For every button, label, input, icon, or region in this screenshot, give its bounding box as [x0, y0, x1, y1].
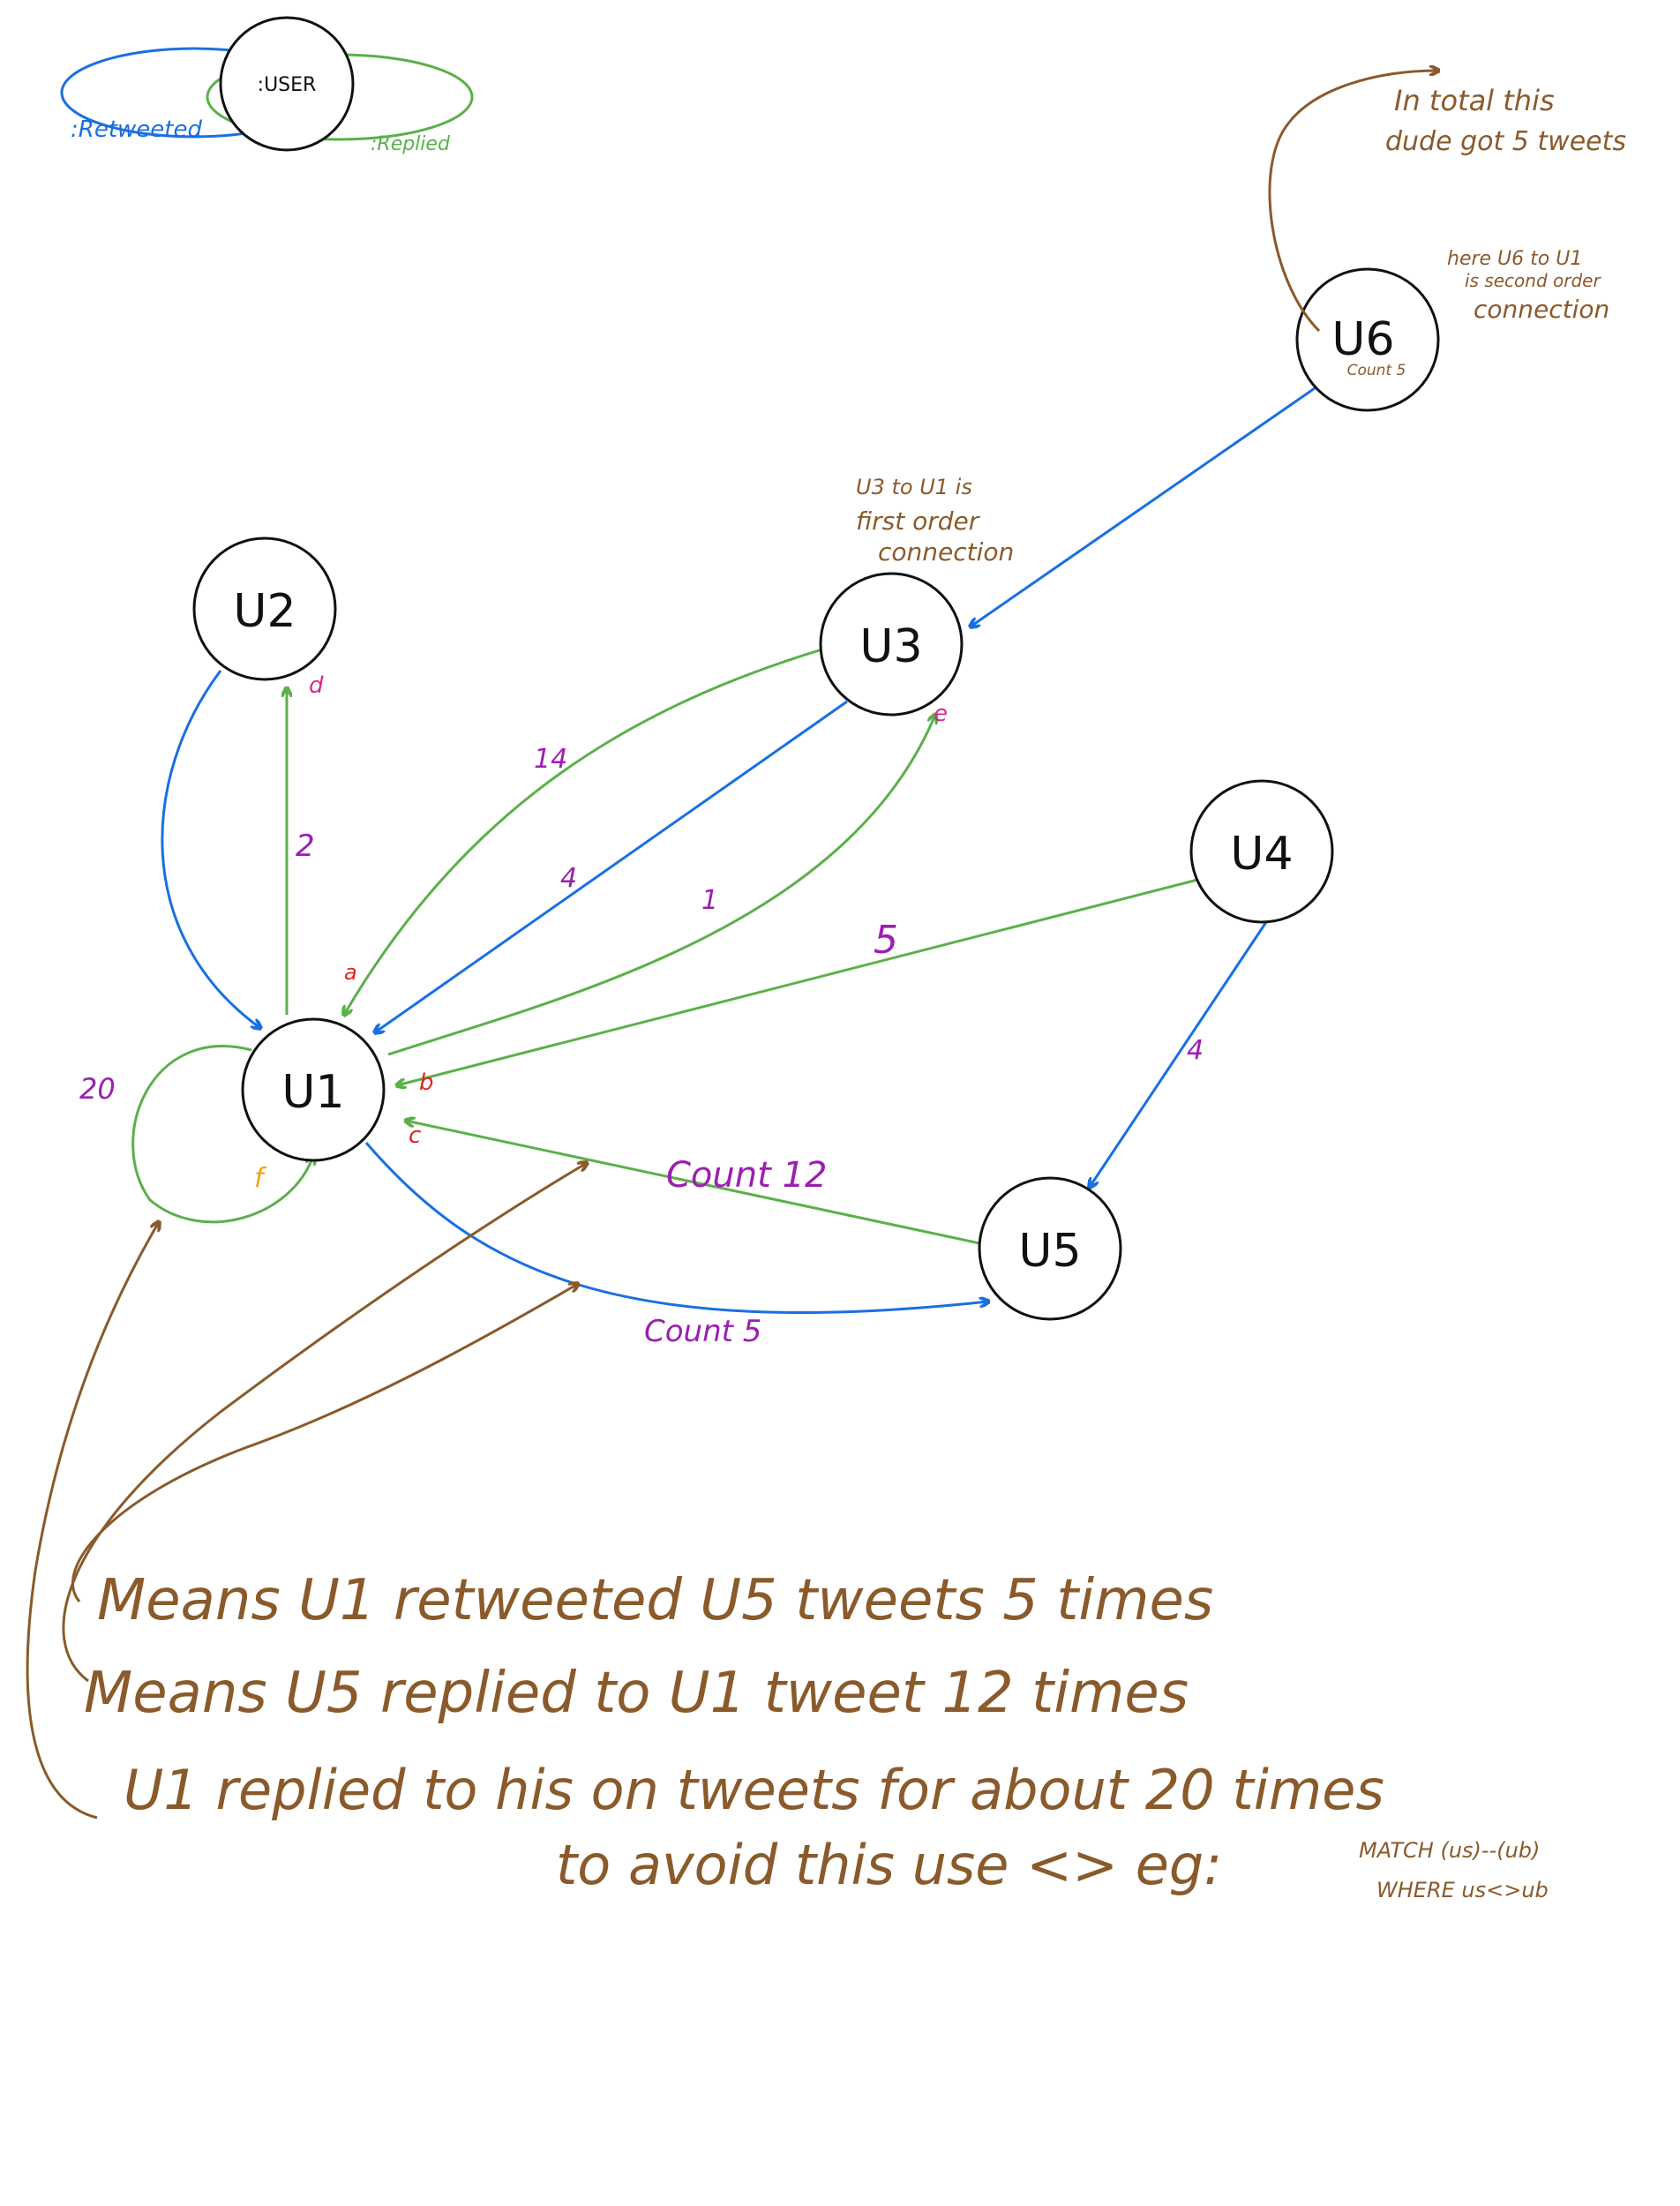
node-u3-label: U3	[859, 620, 922, 673]
note-u3-first-order-line1: U3 to U1 is	[856, 475, 972, 499]
letter-f: f	[254, 1163, 267, 1194]
node-u6[interactable]: U6 Count 5	[1295, 267, 1440, 412]
note-code-2: WHERE us<>ub	[1376, 1878, 1549, 1902]
edge-u1-self-replied	[131, 1045, 313, 1224]
count-u1-u3-loop: 1	[701, 885, 718, 916]
note-u3-first-order-line3: connection	[878, 537, 1014, 567]
edge-u3-u1-retweeted	[375, 700, 848, 1032]
note-u6-total-line1: In total this	[1394, 84, 1555, 117]
edge-u4-u5-retweeted	[1090, 921, 1268, 1187]
note-line-4: to avoid this use <> eg:	[556, 1833, 1222, 1897]
letter-d: d	[309, 672, 324, 699]
note-u6-total-line2: dude got 5 tweets	[1385, 126, 1626, 157]
node-u2-label: U2	[233, 585, 296, 638]
note-u3-first-order: U3 to U1 is first order connection	[856, 475, 1014, 567]
count-u3-u1-blue: 4	[560, 863, 577, 894]
letter-e: e	[934, 701, 948, 727]
annotation-arrow-self	[26, 1222, 159, 1820]
legend-replied-label: :Replied	[371, 133, 451, 155]
node-u5-label: U5	[1018, 1225, 1081, 1278]
count-u5-u1: Count 12	[666, 1155, 827, 1196]
edge-u4-u1-replied	[397, 876, 1205, 1085]
note-line-2: Means U5 replied to U1 tweet 12 times	[84, 1661, 1189, 1726]
node-u3[interactable]: U3	[819, 572, 964, 717]
node-u4-label: U4	[1230, 828, 1293, 881]
count-u2-u1: 2	[296, 829, 315, 864]
edge-u5-u1-replied	[406, 1121, 985, 1246]
letter-b: b	[419, 1069, 434, 1096]
node-u5[interactable]: U5	[978, 1176, 1122, 1321]
node-u4[interactable]: U4	[1189, 779, 1334, 924]
count-u1-self: 20	[79, 1072, 116, 1106]
bottom-notes: Means U1 retweeted U5 tweets 5 times Mea…	[84, 1568, 1549, 1902]
note-u6-second-order-line3: connection	[1474, 295, 1609, 324]
node-u1-label: U1	[281, 1066, 344, 1119]
note-line-3: U1 replied to his on tweets for about 20…	[124, 1758, 1384, 1822]
legend: :USER :Retweeted :Replied	[60, 16, 474, 155]
note-u6-second-order-line2: is second order	[1465, 270, 1601, 291]
annotation-arrow-replied	[62, 1163, 587, 1683]
annotation-arrow-retweeted	[71, 1284, 578, 1602]
node-u2[interactable]: U2	[192, 536, 337, 681]
legend-retweeted-label: :Retweeted	[71, 116, 202, 143]
note-u6-total: In total this dude got 5 tweets	[1385, 84, 1626, 157]
letter-c: c	[409, 1122, 421, 1149]
count-u4-u5: 4	[1187, 1035, 1204, 1066]
count-u1-u5: Count 5	[644, 1314, 761, 1349]
edge-u6-u3	[971, 386, 1316, 627]
legend-node	[219, 16, 355, 152]
edge-u1-u3-replied	[387, 715, 935, 1056]
edge-u2-u1-retweeted	[161, 670, 260, 1028]
note-u6-second-order: here U6 to U1 is second order connection	[1447, 248, 1609, 324]
legend-node-label: :USER	[258, 74, 317, 96]
note-u6-second-order-line1: here U6 to U1	[1447, 248, 1582, 270]
node-u6-sublabel: Count 5	[1347, 362, 1406, 379]
annotation-arrow-u6-total	[1268, 71, 1438, 333]
note-code-1: MATCH (us)--(ub)	[1359, 1838, 1540, 1863]
node-u1[interactable]: U1	[241, 1017, 386, 1162]
note-u3-first-order-line2: first order	[856, 506, 980, 536]
note-line-1: Means U1 retweeted U5 tweets 5 times	[97, 1568, 1213, 1633]
count-u3-u1-green: 14	[534, 744, 567, 775]
count-u4-u1: 5	[874, 918, 898, 963]
letter-a: a	[344, 960, 357, 985]
node-u6-label: U6	[1331, 313, 1394, 366]
edge-u3-u1-replied	[344, 647, 826, 1015]
